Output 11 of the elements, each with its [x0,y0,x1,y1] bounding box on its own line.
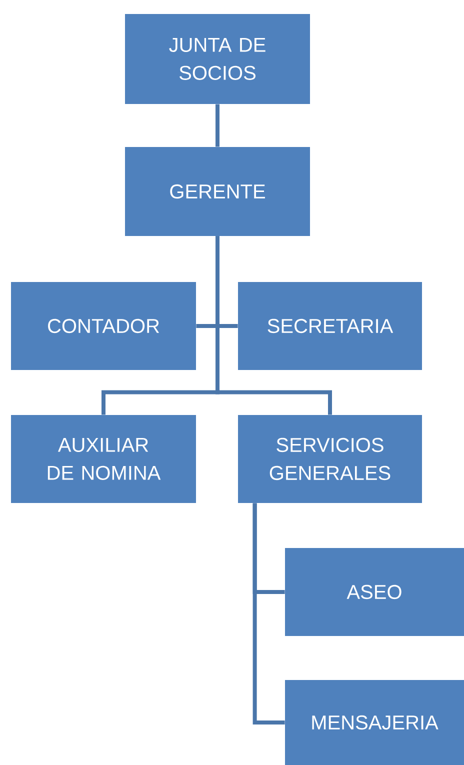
connector-line [216,104,220,147]
connector-line [252,503,285,724]
org-box: CONTADOR [11,282,196,370]
org-box: ASEO [285,548,464,636]
org-box: MENSAJERIA [285,680,464,765]
org-box: SERVICIOS GENERALES [238,415,422,503]
org-box: SECRETARIA [238,282,422,370]
org-box: GERENTE [125,147,310,236]
org-box: AUXILIAR DE NOMINA [11,415,196,503]
connector-line [216,236,332,415]
org-box: JUNTA DE SOCIOS [125,14,310,104]
